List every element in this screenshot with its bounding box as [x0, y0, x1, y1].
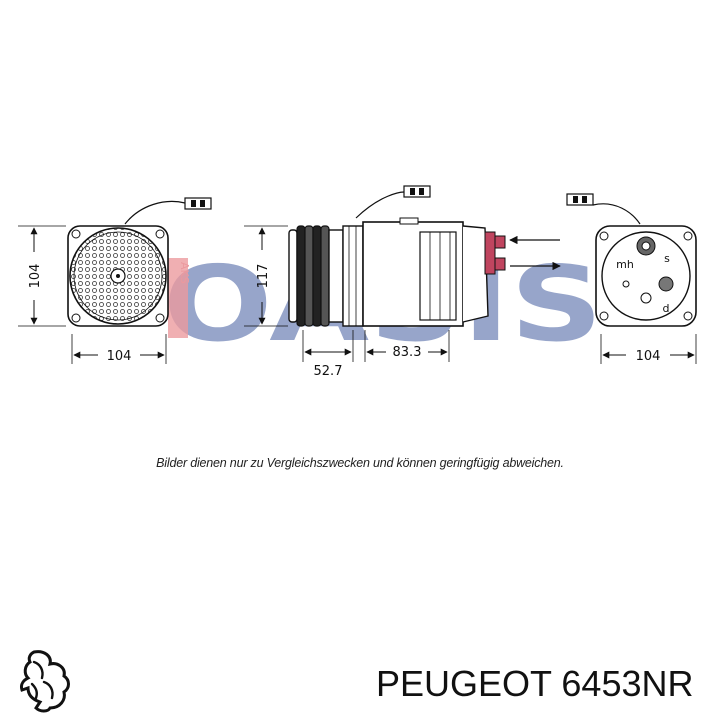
- front-width-dim: 104: [107, 349, 132, 364]
- front-height-dim: 104: [28, 264, 43, 289]
- disclaimer-text: Bilder dienen nur zu Vergleichszwecken u…: [156, 456, 564, 470]
- rear-width-dim: 104: [636, 349, 661, 364]
- watermark-accent: [168, 258, 188, 338]
- port-label-d: d: [663, 302, 670, 315]
- body-length-dim: 83.3: [393, 345, 422, 360]
- part-number: 6453NR: [561, 663, 694, 704]
- brand-name: PEUGEOT: [376, 663, 552, 704]
- part-title: PEUGEOT 6453NR: [376, 663, 694, 705]
- port-label-s: s: [664, 252, 670, 265]
- front-view: 104 104: [18, 197, 212, 364]
- rear-view: mh s d 104: [566, 193, 697, 364]
- side-height-dim: 117: [256, 264, 271, 289]
- side-view: 117 52.7 83.3: [244, 185, 561, 379]
- watermark-side-text: AKS: [178, 262, 191, 284]
- port-label-mh: mh: [616, 258, 634, 271]
- pulley-length-dim: 52.7: [314, 364, 343, 379]
- peugeot-lion-logo: [20, 650, 70, 713]
